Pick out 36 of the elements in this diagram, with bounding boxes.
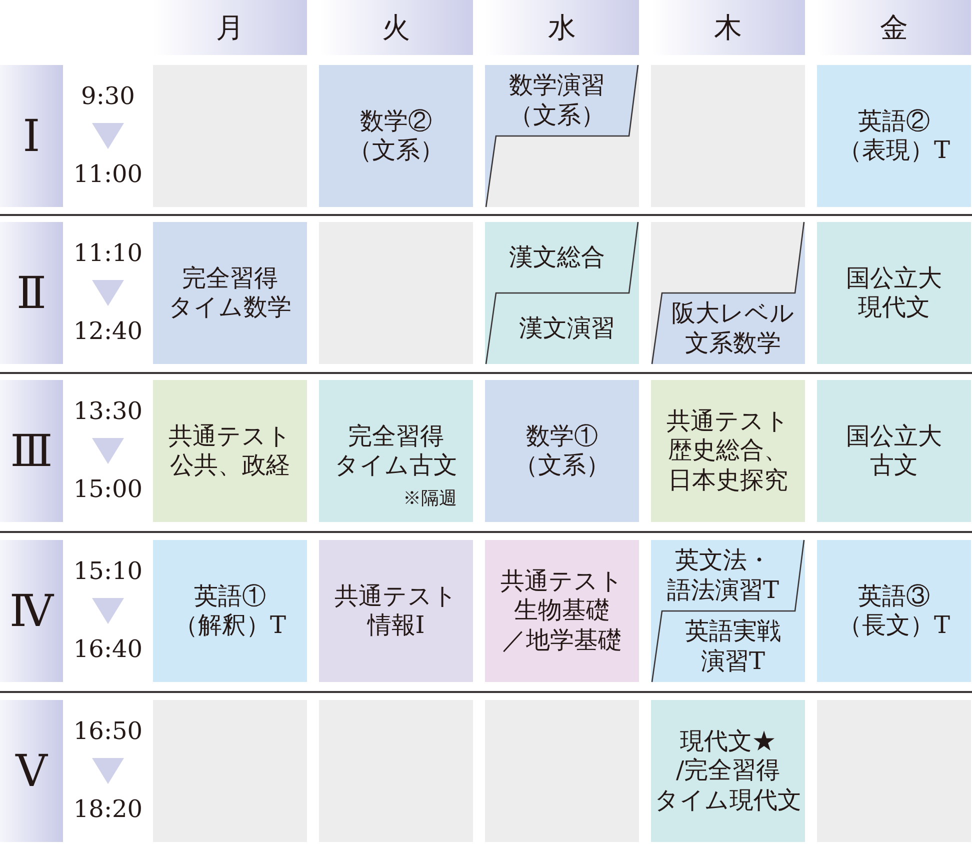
time-text: 11:10 [73,239,143,269]
subject-name: 数学①（文系） [514,422,610,480]
time-text: 15:00 [73,475,143,505]
subject-name: 共通テスト歴史総合、日本史探究 [666,407,790,495]
time-text: 12:40 [73,317,143,347]
subject-name: 共通テスト生物基礎／地学基礎 [500,567,624,655]
time-text: 16:40 [73,635,143,665]
subject-name: 漢文総合 [509,242,605,272]
time-text: 11:00 [73,160,143,190]
subject-name: 英語実戦演習T [685,617,781,676]
subject-name: 国公立大現代文 [846,264,942,322]
note-text: ※隔週 [403,488,457,510]
subject-name: 共通テスト公共、政経 [168,422,292,480]
subject-name: 数学演習（文系） [509,71,605,130]
period-numeral: Ⅲ [0,380,63,522]
subject-name: 英語①（解釈）T [174,582,286,640]
subject-name: 英語③（長文）T [838,582,950,640]
time-text: 18:20 [73,795,143,825]
period-numeral: Ⅰ [0,65,63,207]
period-numeral: Ⅴ [0,700,63,842]
subject-name: 阪大レベル文系数学 [672,299,794,358]
subject-name: 英文法・語法演習T [666,546,779,605]
subject-name: 漢文演習 [519,314,615,344]
period-numeral: Ⅳ [0,540,63,682]
time-text: 13:30 [73,397,143,427]
subject-name: 国公立大古文 [846,422,942,480]
subject-name: 完全習得タイム数学 [168,264,292,322]
time-text: 16:50 [73,717,143,747]
time-text: 9:30 [81,82,135,112]
subject-name: 英語②（表現）T [838,106,950,166]
subject-name: 完全習得タイム古文 [334,422,458,480]
subject-name: 共通テスト情報I [334,582,458,640]
subject-name: 数学②（文系） [348,106,444,166]
subject-name: 現代文★/完全習得タイム現代文 [654,727,802,815]
time-text: 15:10 [73,557,143,587]
period-numeral: Ⅱ [0,222,63,364]
